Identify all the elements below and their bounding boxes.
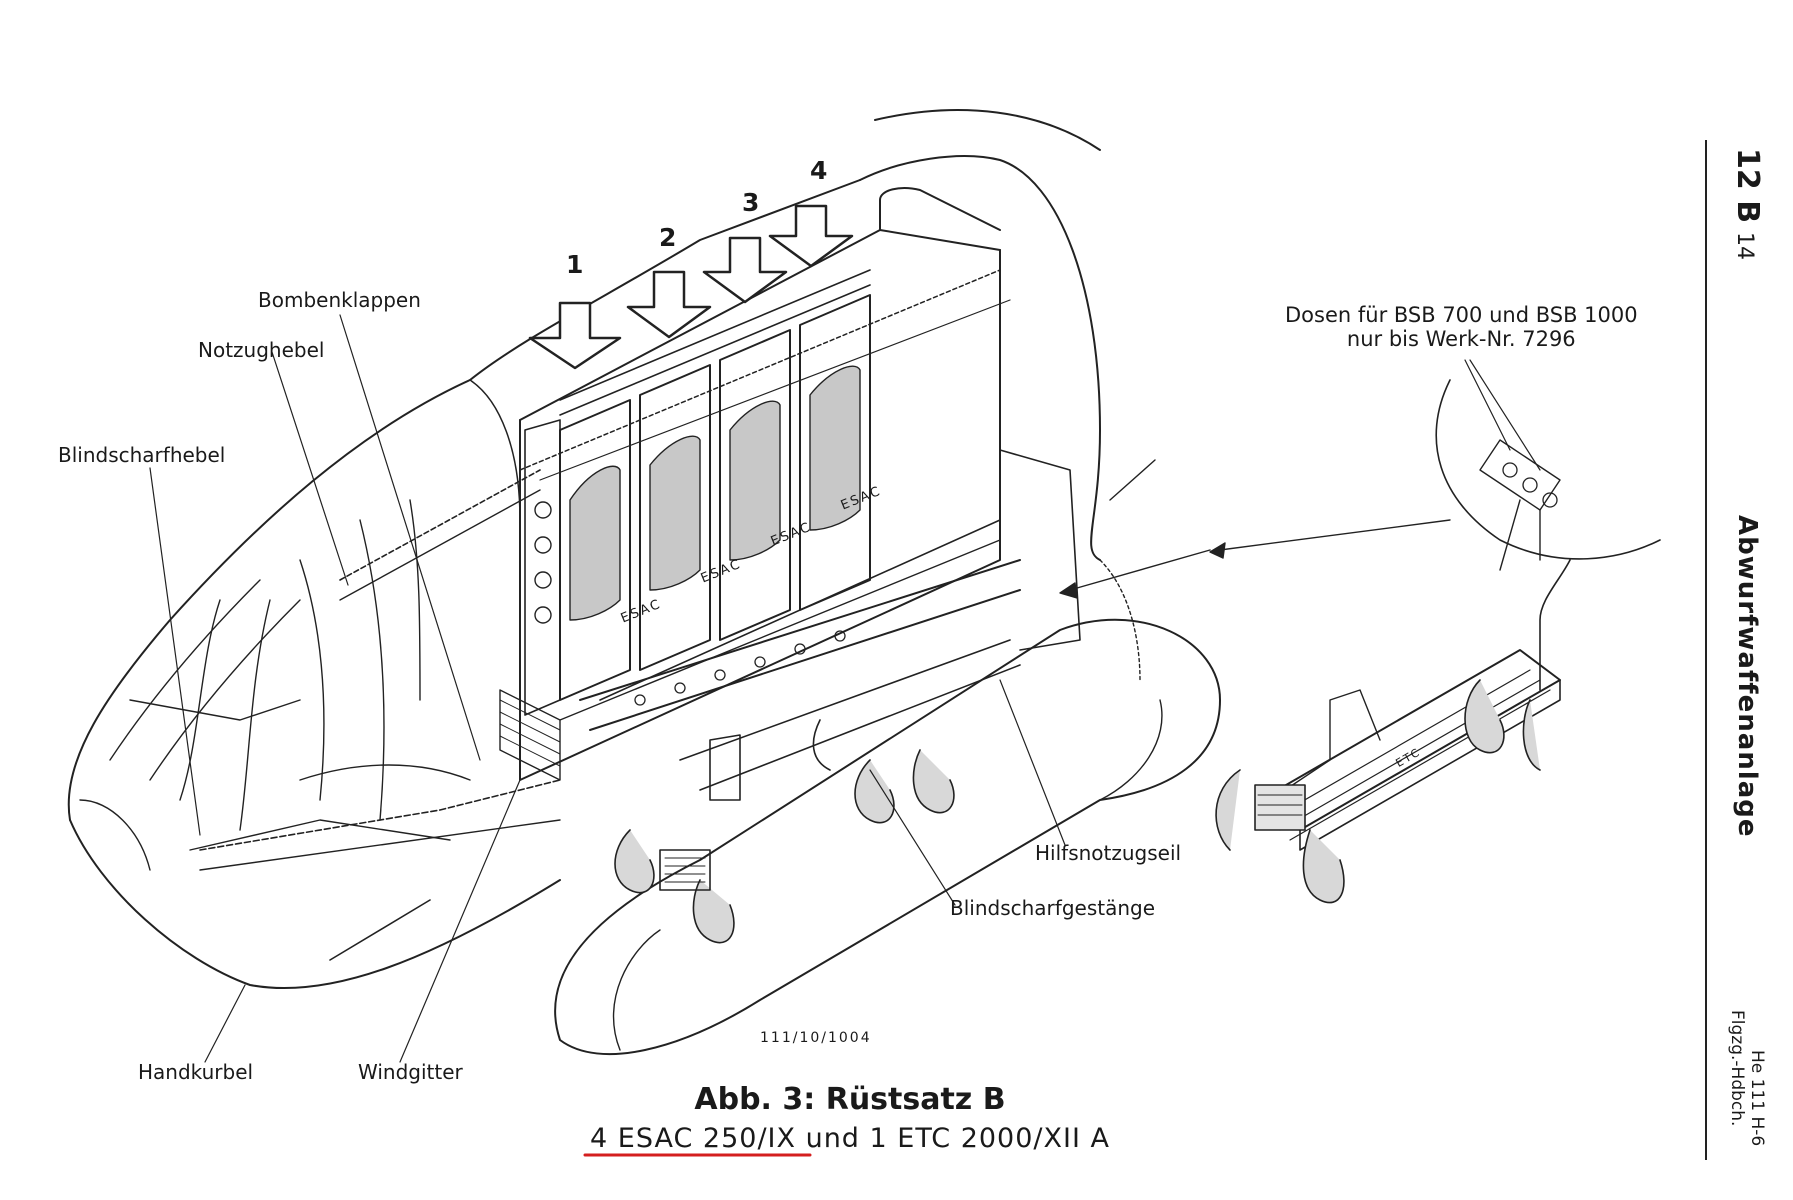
etc-rack-detail — [1215, 559, 1571, 904]
label-hilfsnotzugseil: Hilfsnotzugseil — [1035, 841, 1182, 865]
margin-rule — [1705, 140, 1707, 1160]
callout-number-1: 1 — [566, 250, 584, 279]
drawing-reference: 111/10/1004 — [760, 1030, 872, 1046]
large-bomb — [554, 559, 1221, 1056]
caption-title: Abb. 3: Rüstsatz B — [694, 1082, 1006, 1117]
callout-arrows — [528, 204, 854, 370]
margin-page-ref: 12 B — [1730, 148, 1765, 224]
label-dosen-line1: Dosen für BSB 700 und BSB 1000 — [1285, 303, 1638, 327]
label-dosen: Dosen für BSB 700 und BSB 1000 nur bis W… — [1285, 303, 1638, 351]
margin-section-title: Abwurfwaffenanlage — [1732, 515, 1762, 838]
callout-arrow-3 — [702, 236, 788, 304]
label-notzughebel: Notzughebel — [198, 338, 325, 362]
label-blindscharfgestaenge: Blindscharfgestänge — [950, 896, 1156, 920]
esac-cells — [524, 269, 871, 716]
margin-page-num: 14 — [1732, 232, 1757, 260]
label-leader-lines — [149, 314, 1066, 1063]
label-windgitter: Windgitter — [358, 1060, 463, 1084]
label-blindscharfhebel: Blindscharfhebel — [58, 443, 226, 467]
callout-number-2: 2 — [659, 223, 677, 252]
margin-footer-handbook: Flgzg.-Hdbch. — [1727, 1010, 1747, 1127]
figure-caption: Abb. 3: Rüstsatz B 4 ESAC 250/IX und 1 E… — [560, 1082, 1140, 1154]
label-dosen-line2: nur bis Werk-Nr. 7296 — [1346, 327, 1576, 352]
callout-arrow-2 — [626, 270, 712, 339]
caption-subtitle: 4 ESAC 250/IX und 1 ETC 2000/XII A — [590, 1123, 1110, 1154]
fuselage-outline — [67, 109, 1101, 990]
callout-arrow-4 — [768, 204, 854, 268]
leader-arrows — [1059, 459, 1451, 599]
callout-number-4: 4 — [810, 156, 828, 185]
rack-claws — [614, 719, 955, 944]
etc-rack-installed — [579, 559, 1021, 801]
callout-arrow-1 — [528, 301, 622, 370]
label-handkurbel: Handkurbel — [138, 1060, 254, 1084]
bomb-bay-frame — [199, 187, 1081, 961]
connector-detail — [1435, 359, 1661, 571]
label-bombenklappen: Bombenklappen — [258, 288, 421, 312]
callout-number-3: 3 — [742, 188, 760, 217]
margin-footer-model: He 111 H-6 — [1747, 1050, 1767, 1147]
